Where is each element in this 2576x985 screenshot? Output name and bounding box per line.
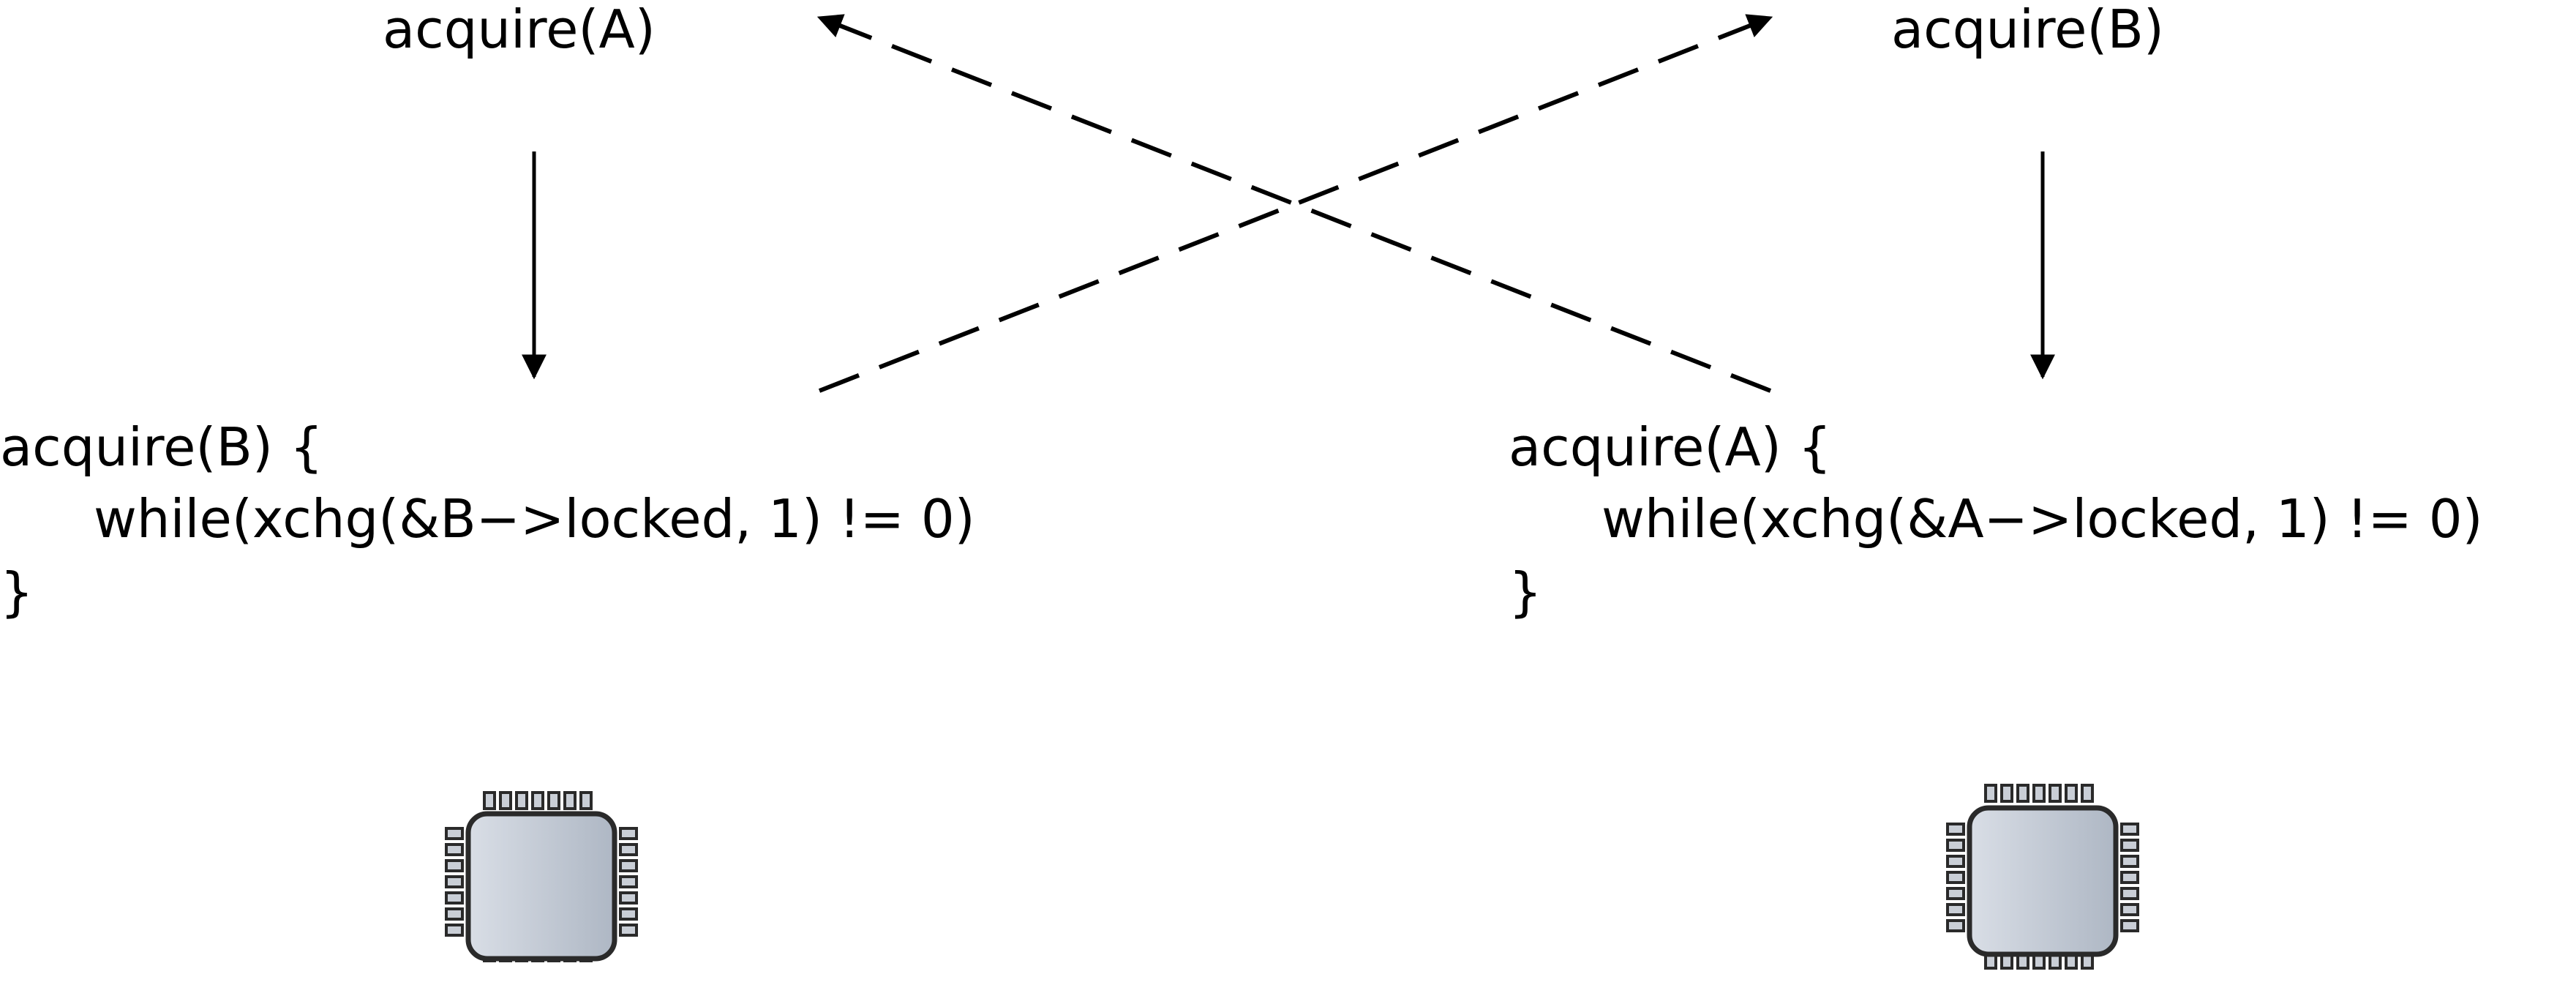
- left-code-line-2: while(xchg(&B−>locked, 1) != 0): [94, 488, 975, 550]
- right-code-line-3: }: [1509, 561, 1542, 623]
- left-code-line-1: acquire(B) {: [0, 416, 323, 478]
- right-code-line-2: while(xchg(&A−>locked, 1) != 0): [1601, 488, 2483, 550]
- right-code-line-1: acquire(A) {: [1509, 416, 1832, 478]
- left-top-acquire-label: acquire(A): [383, 0, 656, 60]
- dashed-arrow-right-code-to-left-label: [816, 14, 1772, 393]
- cpu-chip-icon: [445, 791, 638, 962]
- right-top-acquire-label: acquire(B): [1891, 0, 2164, 60]
- left-code-line-3: }: [0, 561, 34, 623]
- cpu-chip-icon: [1946, 784, 2139, 970]
- dashed-arrow-left-code-to-right-label: [818, 14, 1773, 393]
